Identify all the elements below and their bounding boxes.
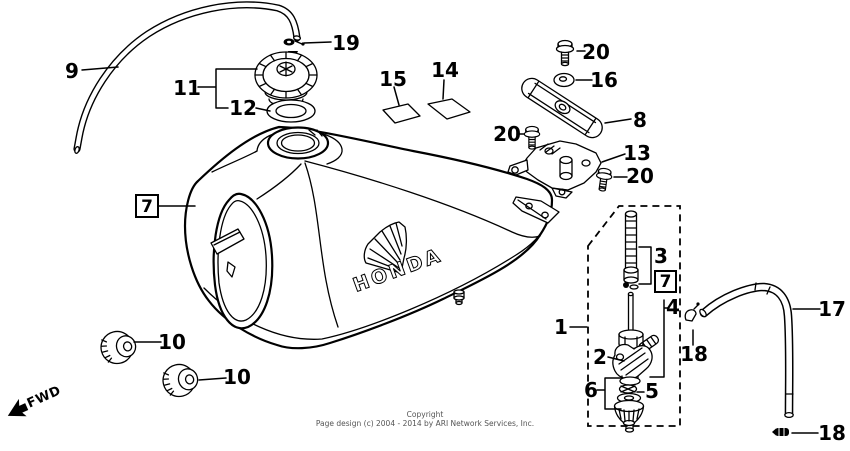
bolt-20-top <box>555 39 575 67</box>
cap-gasket <box>266 99 316 123</box>
fuel-hose-17 <box>699 282 794 419</box>
part-label-19[interactable]: 19 <box>332 31 360 55</box>
tank-top-crease <box>304 160 541 238</box>
part-label-12[interactable]: 12 <box>229 96 257 120</box>
boss-left-crease <box>211 150 258 173</box>
part-label-18-upper[interactable]: 18 <box>680 342 708 366</box>
caution-label-14 <box>427 98 471 120</box>
tank-bottom-peg <box>453 289 465 306</box>
rubber-mount-lower <box>162 363 199 398</box>
hose-clip-lower <box>772 428 789 436</box>
tank-tunnel <box>210 192 274 330</box>
part-label-20-bottom[interactable]: 20 <box>626 164 654 188</box>
part-label-3[interactable]: 3 <box>654 244 668 268</box>
tank-outline <box>183 125 554 350</box>
leader-lines <box>81 41 821 434</box>
watermark: Copyright Page design (c) 2004 - 2014 by… <box>316 410 534 428</box>
svg-text:7[interactable]: 7 <box>141 197 153 217</box>
part-label-10-lower[interactable]: 10 <box>223 365 251 389</box>
watermark-line1: Copyright <box>407 410 444 419</box>
fwd-arrow-icon <box>7 398 29 417</box>
fwd-indicator: FWD <box>7 383 64 417</box>
part-label-18-lower[interactable]: 18 <box>818 421 846 445</box>
part-label-8[interactable]: 8 <box>633 108 647 132</box>
watermark-line2: Page design (c) 2004 - 2014 by ARI Netwo… <box>316 419 534 428</box>
part-label-20-left[interactable]: 20 <box>493 122 521 146</box>
fuel-tank-drawing: HONDA <box>183 125 560 350</box>
part-label-5[interactable]: 5 <box>645 379 659 403</box>
rubber-mount-upper <box>100 330 137 365</box>
fuel-cap <box>254 51 318 107</box>
hose-clip-upper <box>684 302 700 322</box>
part-label-16[interactable]: 16 <box>590 68 618 92</box>
tunnel-hook <box>226 261 236 278</box>
washer-16 <box>553 72 575 88</box>
part-label-11[interactable]: 11 <box>173 76 201 100</box>
caution-label-15 <box>382 103 421 124</box>
tank-shoulder-crease <box>256 163 302 200</box>
filler-neck <box>266 126 330 160</box>
svg-text:7[interactable]: 7 <box>660 272 672 292</box>
part-label-10-upper[interactable]: 10 <box>158 330 186 354</box>
cap-clip <box>283 38 305 46</box>
part-label-14[interactable]: 14 <box>431 58 459 82</box>
petcock-valve-2 <box>612 291 660 386</box>
part-label-17[interactable]: 17 <box>818 297 846 321</box>
tunnel-bracket <box>210 228 245 255</box>
part-label-13[interactable]: 13 <box>623 141 651 165</box>
part-label-6[interactable]: 6 <box>584 378 598 402</box>
part-label-15[interactable]: 15 <box>379 67 407 91</box>
part-label-4[interactable]: 4 <box>666 295 680 319</box>
cup-washer-6 <box>613 392 645 433</box>
mount-strap-8 <box>521 77 603 139</box>
part-label-7-tank[interactable]: 7 <box>135 194 159 218</box>
filler-boss-curve <box>256 129 343 165</box>
tank-front-crease <box>304 162 339 328</box>
assembly-dashed-box <box>587 205 681 427</box>
part-label-9[interactable]: 9 <box>65 59 79 83</box>
part-label-20-top[interactable]: 20 <box>582 40 610 64</box>
vent-hose <box>73 1 302 154</box>
bolt-20-left <box>523 125 541 150</box>
gasket-5 <box>618 384 638 394</box>
fwd-label: FWD <box>25 383 64 411</box>
part-label-1[interactable]: 1 <box>554 315 568 339</box>
setting-plate-13 <box>507 140 602 199</box>
part-label-7-petcock[interactable]: 7 <box>654 270 677 293</box>
tank-bottom-seam <box>203 223 547 340</box>
rear-mount-tab <box>512 196 560 224</box>
part-label-2[interactable]: 2 <box>593 345 607 369</box>
fuel-strainer-3 <box>623 210 639 290</box>
